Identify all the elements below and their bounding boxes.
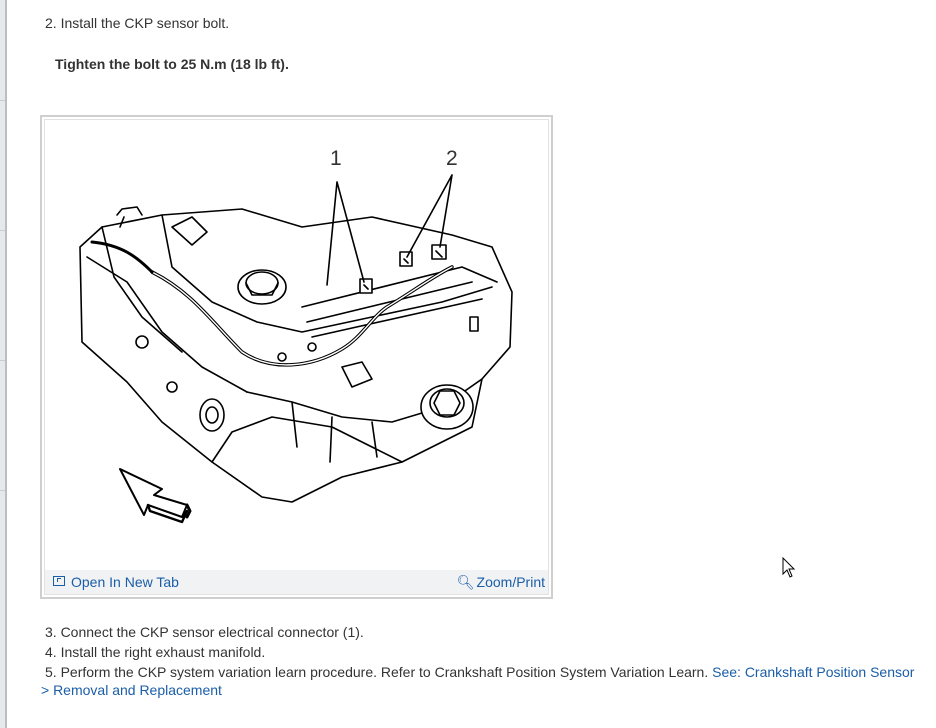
step-list: 3. Connect the CKP sensor electrical con…	[45, 622, 914, 682]
mouse-cursor-icon	[782, 557, 796, 578]
open-in-new-tab-icon	[53, 576, 65, 586]
zoom-print-label: Zoom/Print	[476, 574, 545, 590]
step-5-text: 5. Perform the CKP system variation lear…	[45, 664, 709, 680]
step-4-text: 4. Install the right exhaust manifold.	[45, 644, 266, 660]
magnifier-icon: 🔍︎	[456, 574, 475, 590]
torque-note: Tighten the bolt to 25 N.m (18 lb ft).	[55, 56, 289, 72]
callout-1: 1	[330, 147, 342, 170]
open-in-new-tab-link[interactable]: Open In New Tab	[53, 574, 179, 590]
engine-illustration	[79, 174, 513, 524]
zoom-print-link[interactable]: 🔍︎Zoom/Print	[457, 574, 545, 591]
figure-panel: 1 2 Open In New Tab 🔍︎Zoom/Print	[40, 115, 553, 599]
figure-toolbar: Open In New Tab 🔍︎Zoom/Print	[45, 570, 548, 594]
step-5-line: 5. Perform the CKP system variation lear…	[45, 662, 914, 682]
step-3-text: 3. Connect the CKP sensor electrical con…	[45, 624, 364, 640]
removal-replacement-link[interactable]: > Removal and Replacement	[41, 682, 222, 698]
see-crankshaft-link[interactable]: See: Crankshaft Position Sensor	[712, 664, 915, 680]
figure-frame	[44, 119, 549, 595]
left-window-edge	[0, 0, 7, 728]
callout-2: 2	[446, 147, 458, 170]
open-in-new-tab-label: Open In New Tab	[71, 574, 179, 590]
step-2-text: 2. Install the CKP sensor bolt.	[45, 15, 230, 31]
